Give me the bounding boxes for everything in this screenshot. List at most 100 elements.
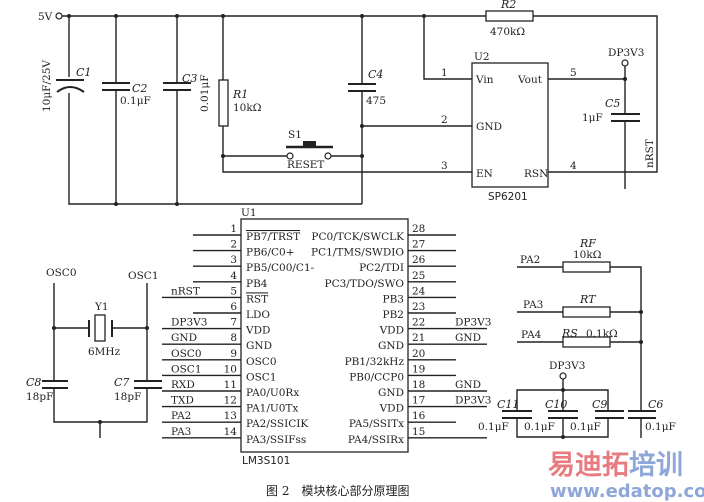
- svg-text:nRST: nRST: [644, 139, 656, 168]
- svg-text:2: 2: [441, 114, 448, 126]
- svg-text:1μF: 1μF: [582, 112, 603, 124]
- pin-label: PB5/C00/C1-: [246, 262, 315, 274]
- svg-text:1: 1: [441, 67, 448, 79]
- svg-text:GND: GND: [476, 121, 502, 133]
- pin-number: 4: [230, 270, 237, 282]
- svg-text:C8: C8: [26, 376, 41, 389]
- svg-text:U2: U2: [474, 51, 490, 63]
- svg-text:R2: R2: [500, 0, 516, 11]
- pin-number: 10: [224, 363, 237, 375]
- net-label: DP3V3: [455, 317, 491, 329]
- net-label: GND: [171, 332, 197, 344]
- pin-label: PA4/SSIRx: [348, 434, 404, 446]
- capacitor-c5: DP3V3 C5 1μF nRST: [582, 47, 656, 189]
- net-label: OSC1: [171, 363, 202, 375]
- pin-label: PB2: [383, 309, 404, 321]
- svg-text:C5: C5: [605, 97, 620, 110]
- pin-number: 7: [230, 317, 237, 329]
- svg-text:C7: C7: [114, 376, 129, 389]
- pin-number: 14: [224, 426, 238, 438]
- pin-number: 1: [230, 223, 237, 235]
- pin-label: VDD: [379, 403, 404, 415]
- pin-number: 11: [224, 379, 237, 391]
- pin-label: GND: [378, 340, 404, 352]
- svg-text:C11: C11: [497, 398, 519, 411]
- pin-number: 21: [412, 332, 425, 344]
- svg-text:OSC1: OSC1: [128, 270, 159, 282]
- svg-text:OSC0: OSC0: [46, 267, 77, 279]
- svg-text:S1: S1: [288, 129, 302, 141]
- svg-text:RSN: RSN: [524, 168, 548, 180]
- resistor-r2: R2 470kΩ: [485, 0, 534, 38]
- svg-text:U1: U1: [241, 207, 257, 219]
- pin-label: PB6/C0+: [246, 247, 295, 259]
- svg-text:0.1μF: 0.1μF: [645, 421, 676, 433]
- net-label: GND: [455, 332, 481, 344]
- pin-number: 26: [412, 254, 426, 266]
- power-section: 5V C1 10μF/25V C2 0.1μF: [38, 0, 658, 206]
- pin-number: 6: [230, 301, 237, 313]
- capacitor-c4: C4 475: [346, 16, 472, 204]
- svg-text:DP3V3: DP3V3: [549, 360, 585, 372]
- crystal-y1: Y1 6MHz: [88, 301, 121, 358]
- net-label: TXD: [171, 395, 194, 407]
- regulator-u2: U2 SP6201 1 Vin 2 GND 3 EN 5 Vout 4 RSN: [423, 16, 625, 203]
- net-label: DP3V3: [171, 317, 207, 329]
- sensor-section: PA2 PA3 PA4 RF 10kΩ RT RS 0.1kΩ DP3V3 C1…: [478, 237, 676, 439]
- pin-number: 8: [230, 332, 237, 344]
- svg-text:6MHz: 6MHz: [88, 346, 121, 358]
- svg-text:0.1μF: 0.1μF: [524, 421, 555, 433]
- pin-number: 25: [412, 270, 425, 282]
- figure-caption: 图 2 模块核心部分原理图: [266, 483, 409, 498]
- net-label: PA3: [171, 426, 191, 438]
- resistor-rf: RF 10kΩ: [562, 237, 611, 273]
- svg-text:470kΩ: 470kΩ: [490, 26, 525, 38]
- pin-label: PA5/SSITx: [349, 418, 404, 430]
- svg-text:Y1: Y1: [94, 301, 109, 313]
- u1-left-pins: 1PB7/TRST2PB6/C0+3PB5/C00/C1-4PB45RSTnRS…: [162, 223, 315, 446]
- pin-number: 27: [412, 239, 425, 251]
- svg-text:RS: RS: [561, 327, 578, 340]
- watermark: 易迪拓 培训 www.edatop.com: [548, 450, 704, 502]
- pin-label: PC1/TMS/SWDIO: [311, 247, 404, 259]
- pin-label: PA0/U0Rx: [246, 387, 299, 399]
- 5v-terminal: [55, 12, 63, 20]
- net-label: PA2: [171, 410, 191, 422]
- svg-text:PA2: PA2: [520, 254, 540, 266]
- svg-text:Vin: Vin: [475, 74, 494, 86]
- resistor-r1: R1 10kΩ: [218, 16, 472, 173]
- svg-text:易迪拓: 易迪拓: [548, 450, 629, 481]
- pin-number: 24: [412, 285, 426, 297]
- pin-number: 5: [230, 285, 237, 297]
- pin-number: 16: [412, 410, 426, 422]
- svg-text:EN: EN: [476, 168, 493, 180]
- pin-label: GND: [378, 387, 404, 399]
- svg-text:RESET: RESET: [287, 159, 324, 171]
- svg-text:C2: C2: [132, 82, 147, 95]
- pin-number: 15: [412, 426, 425, 438]
- net-label: OSC0: [171, 348, 202, 360]
- net-label: nRST: [171, 285, 200, 297]
- pin-label: PB1/32kHz: [345, 356, 405, 368]
- pin-label: OSC0: [246, 356, 277, 368]
- svg-text:www.edatop.com: www.edatop.com: [550, 481, 704, 502]
- svg-text:0.1kΩ: 0.1kΩ: [586, 328, 618, 340]
- pin-label: OSC1: [246, 371, 277, 383]
- reset-switch-s1[interactable]: S1 RESET: [223, 129, 362, 171]
- svg-text:Vout: Vout: [517, 74, 543, 86]
- pin-number: 18: [412, 379, 425, 391]
- pin-label: GND: [246, 340, 272, 352]
